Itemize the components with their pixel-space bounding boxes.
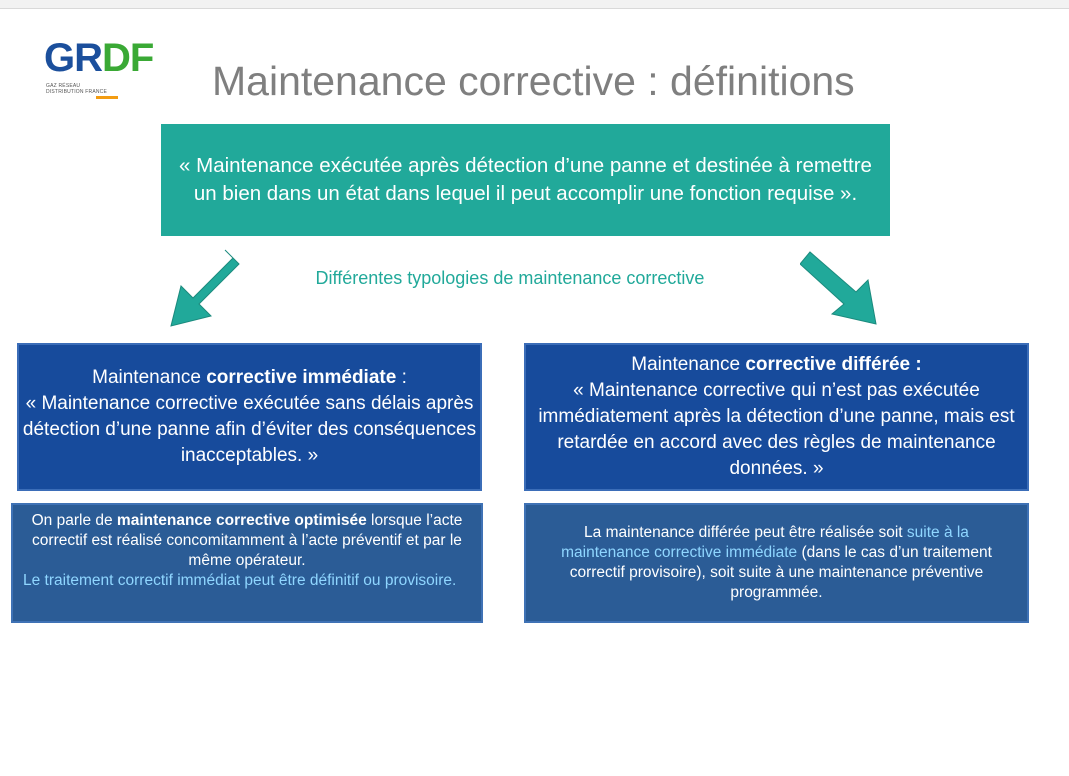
optimized-maintenance-note: On parle de maintenance corrective optim…	[11, 503, 483, 623]
deferred-heading: Maintenance corrective différée :	[631, 354, 922, 375]
slide-top-border	[0, 0, 1069, 9]
page-title: Maintenance corrective : définitions	[212, 58, 855, 104]
arrow-down-right-icon	[800, 251, 877, 325]
optimized-note-text: On parle de maintenance corrective optim…	[31, 512, 463, 569]
deferred-note-text: La maintenance différée peut être réalis…	[561, 524, 992, 601]
logo-accent-bar	[96, 96, 118, 99]
definition-text: « Maintenance exécutée après détection d…	[179, 154, 872, 205]
immediate-definition: « Maintenance corrective exécutée sans d…	[22, 393, 477, 466]
typologies-label: Différentes typologies de maintenance co…	[315, 268, 705, 288]
logo-wordmark: GRDF	[44, 36, 154, 80]
definition-box: « Maintenance exécutée après détection d…	[161, 124, 890, 236]
deferred-maintenance-note: La maintenance différée peut être réalis…	[524, 503, 1029, 623]
immediate-maintenance-box: Maintenance corrective immédiate : « Mai…	[17, 343, 482, 491]
immediate-heading: Maintenance corrective immédiate :	[92, 367, 407, 388]
optimized-note-highlight: Le traitement correctif immédiat peut êt…	[23, 572, 457, 589]
grdf-logo: GRDF GAZ RÉSEAU DISTRIBUTION FRANCE	[44, 38, 168, 106]
deferred-definition: « Maintenance corrective qui n’est pas e…	[538, 380, 1015, 479]
arrow-down-left-icon	[170, 249, 240, 327]
deferred-maintenance-box: Maintenance corrective différée : « Main…	[524, 343, 1029, 491]
logo-subtitle: GAZ RÉSEAU DISTRIBUTION FRANCE	[46, 83, 108, 95]
